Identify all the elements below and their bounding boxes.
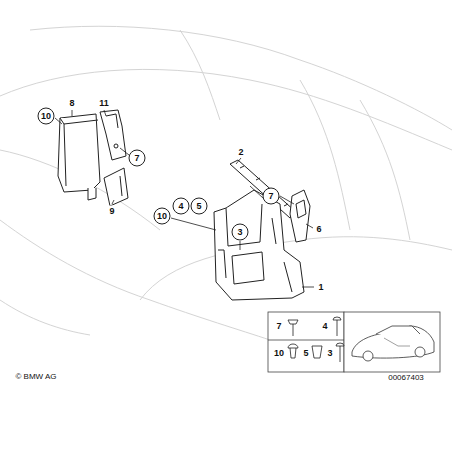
bracket (100, 110, 126, 160)
callout-number: 5 (302, 348, 309, 359)
callout-number: 7 (275, 321, 282, 332)
trim-panel (58, 114, 100, 200)
callout-number: 3 (326, 348, 333, 359)
side-panel (214, 190, 304, 300)
fastener-callout: 7 (129, 150, 146, 167)
fastener-callout: 10 (38, 108, 55, 125)
callout-number: 6 (315, 224, 322, 235)
fastener-callout: 7 (263, 188, 280, 205)
fastener-callout: 5 (191, 198, 208, 215)
fastener-icon (288, 317, 344, 362)
car-outline (0, 26, 452, 340)
clip (290, 190, 310, 242)
callout-number: 8 (68, 98, 75, 109)
leader-line (55, 110, 314, 287)
note-text: 00067403 (387, 373, 425, 383)
car-icon (352, 326, 434, 361)
fastener-callout: 3 (232, 224, 249, 241)
callout-number: 1 (317, 282, 324, 293)
callout-number: 4 (321, 321, 328, 332)
callout-number: 10 (273, 348, 285, 359)
cover-plate (104, 168, 128, 206)
fastener-legend-box (268, 312, 440, 372)
callout-number: 11 (98, 98, 110, 109)
fastener-callout: 4 (173, 198, 190, 215)
note-text: © BMW AG (14, 372, 57, 382)
callout-number: 2 (237, 147, 244, 158)
fastener-callout: 10 (154, 208, 171, 225)
callout-number: 9 (108, 206, 115, 217)
